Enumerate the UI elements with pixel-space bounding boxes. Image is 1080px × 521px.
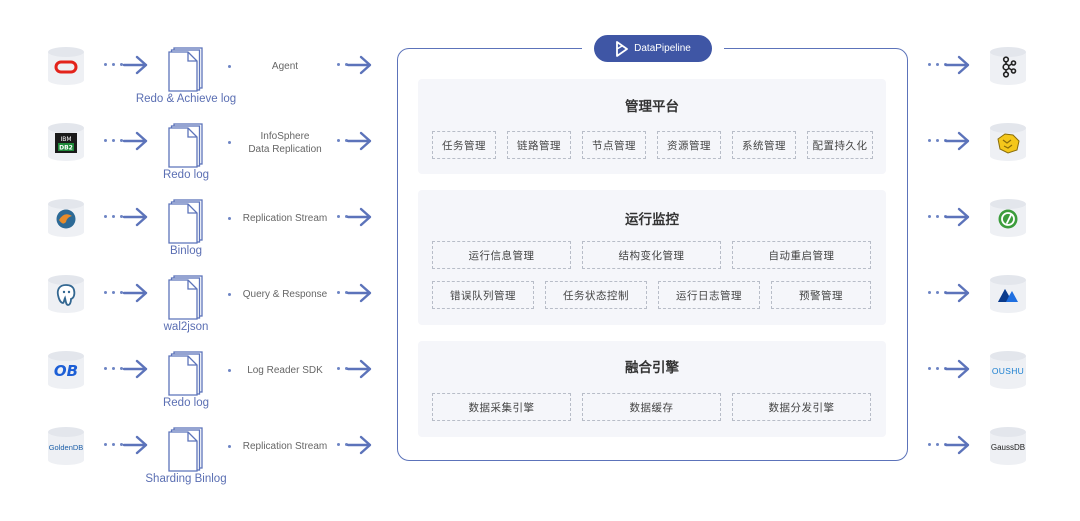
protocol-label: Replication Stream — [242, 441, 328, 452]
oceanbase-db-icon: OB — [46, 350, 86, 390]
log-label: Binlog — [170, 245, 202, 257]
arrow-right-icon — [944, 207, 970, 227]
log-label: Sharding Binlog — [145, 473, 227, 485]
postgresql-db-icon — [46, 274, 86, 314]
panel-management-platform: 管理平台 任务管理 链路管理 节点管理 资源管理 系统管理 配置持久化 — [418, 79, 886, 174]
arrow-right-icon — [122, 283, 148, 303]
arrow-right-icon — [122, 435, 148, 455]
module-chip: 数据缓存 — [582, 393, 721, 421]
datapipeline-logo-icon — [616, 40, 629, 57]
arrow-right-icon — [944, 435, 970, 455]
target-row-kafka — [920, 46, 1040, 86]
log-document-icon — [168, 427, 203, 472]
panel-runtime-monitoring: 运行监控 运行信息管理 结构变化管理 自动重启管理 错误队列管理 任务状态控制 … — [418, 190, 886, 325]
datapipeline-badge: DataPipeline — [594, 35, 712, 62]
module-chip: 运行信息管理 — [432, 241, 571, 269]
arrow-right-icon — [944, 359, 970, 379]
hive-icon — [988, 122, 1028, 162]
target-row-tidb — [920, 274, 1040, 314]
module-chip: 数据分发引擎 — [732, 393, 871, 421]
panel-title: 管理平台 — [625, 99, 679, 115]
log-document-icon — [168, 351, 203, 396]
kafka-icon — [988, 46, 1028, 86]
log-document-icon — [168, 275, 203, 320]
mysql-db-icon — [46, 198, 86, 238]
arrow-right-icon — [346, 283, 372, 303]
arrow-right-icon — [346, 131, 372, 151]
oushu-icon: OUSHU — [988, 350, 1028, 390]
module-chip: 预警管理 — [771, 281, 871, 309]
log-document-icon — [168, 47, 203, 92]
log-label: Redo log — [162, 169, 210, 181]
panel-fusion-engine: 融合引擎 数据采集引擎 数据缓存 数据分发引擎 — [418, 341, 886, 437]
arrow-right-icon — [346, 207, 372, 227]
source-row-postgresql: wal2json Query & Response — [0, 274, 390, 350]
module-chip: 系统管理 — [732, 131, 796, 159]
protocol-label: Replication Stream — [242, 213, 328, 224]
panel-title: 运行监控 — [625, 212, 679, 228]
source-row-mysql: Binlog Replication Stream — [0, 198, 390, 274]
oracle-db-icon — [46, 46, 86, 86]
module-chip: 数据采集引擎 — [432, 393, 571, 421]
source-row-goldendb: GoldenDB Sharding Binlog Replication Str… — [0, 426, 390, 502]
arrow-right-icon — [122, 359, 148, 379]
goldendb-db-icon: GoldenDB — [46, 426, 86, 466]
tidb-icon — [988, 274, 1028, 314]
module-chip: 任务管理 — [432, 131, 496, 159]
module-chip: 配置持久化 — [807, 131, 873, 159]
svg-text:IBM: IBM — [60, 136, 71, 143]
arrow-right-icon — [122, 131, 148, 151]
arrow-right-icon — [122, 207, 148, 227]
target-row-hive — [920, 122, 1040, 162]
arrow-right-icon — [944, 283, 970, 303]
brand-label: DataPipeline — [634, 43, 691, 54]
arrow-right-icon — [122, 55, 148, 75]
panel-title: 融合引擎 — [625, 360, 679, 376]
module-chip: 任务状态控制 — [545, 281, 647, 309]
module-chip: 资源管理 — [657, 131, 721, 159]
target-row-greenplum — [920, 198, 1040, 238]
arrow-right-icon — [944, 55, 970, 75]
module-chip: 错误队列管理 — [432, 281, 534, 309]
arrow-right-icon — [346, 55, 372, 75]
target-row-gaussdb: GaussDB — [920, 426, 1040, 466]
module-chip: 结构变化管理 — [582, 241, 721, 269]
protocol-label: Query & Response — [242, 289, 328, 300]
ibm-db2-icon: IBM DB2 — [46, 122, 86, 162]
greenplum-icon — [988, 198, 1028, 238]
source-row-oceanbase: OB Redo log Log Reader SDK — [0, 350, 390, 426]
module-chip: 链路管理 — [507, 131, 571, 159]
source-row-oracle: Redo & Achieve log Agent — [0, 46, 390, 122]
module-chip: 节点管理 — [582, 131, 646, 159]
log-label: Redo log — [162, 397, 210, 409]
svg-text:DB2: DB2 — [59, 145, 73, 152]
module-chip: 运行日志管理 — [658, 281, 760, 309]
protocol-label: Log Reader SDK — [247, 365, 323, 376]
log-label: Redo & Achieve log — [135, 93, 237, 105]
log-document-icon — [168, 123, 203, 168]
log-label: wal2json — [163, 321, 209, 333]
arrow-right-icon — [346, 435, 372, 455]
protocol-label: Agent — [271, 61, 299, 72]
module-chip: 自动重启管理 — [732, 241, 871, 269]
arrow-right-icon — [944, 131, 970, 151]
gaussdb-icon: GaussDB — [988, 426, 1028, 466]
log-document-icon — [168, 199, 203, 244]
target-row-oushu: OUSHU — [920, 350, 1040, 390]
arrow-right-icon — [346, 359, 372, 379]
